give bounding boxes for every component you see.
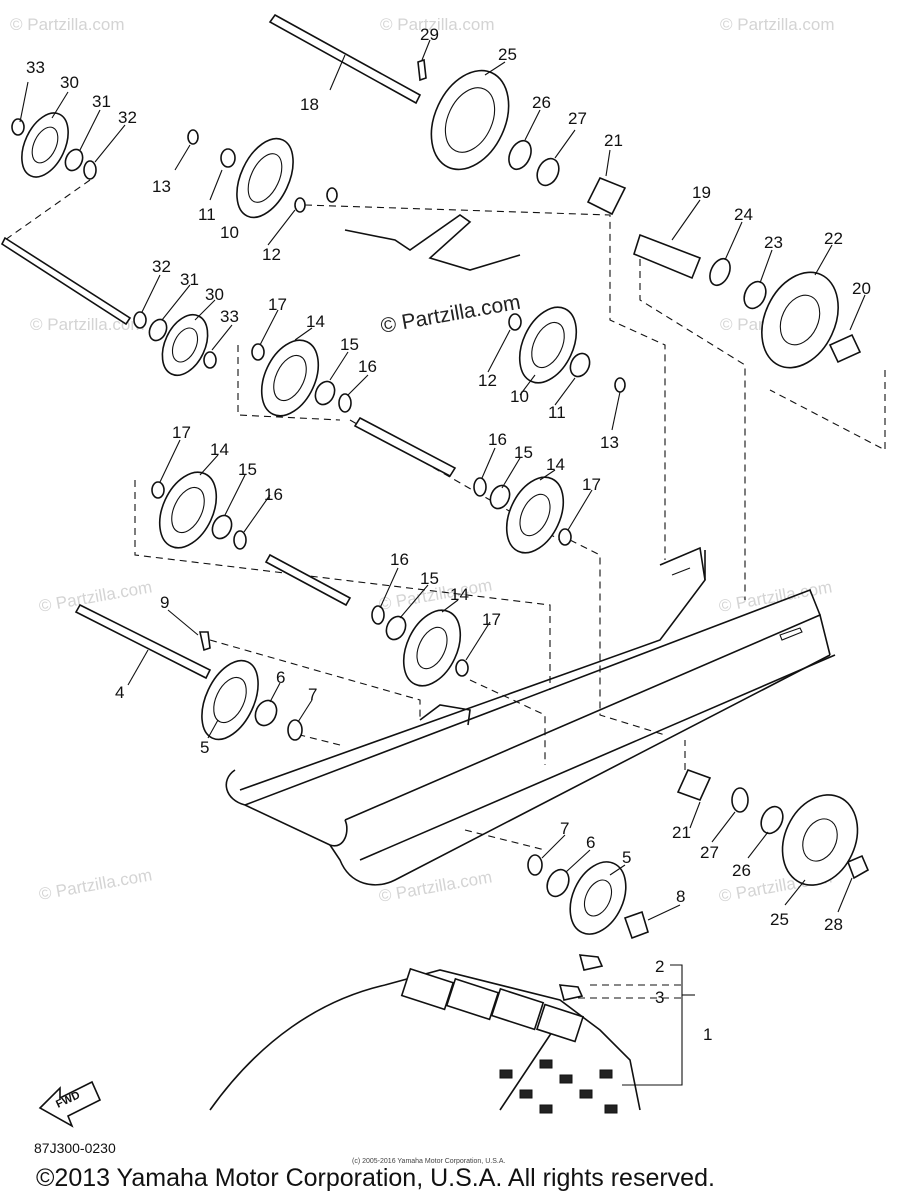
callout-11: 11 — [548, 403, 566, 422]
callout-3: 3 — [655, 988, 664, 1007]
callout-28: 28 — [824, 915, 843, 934]
callout-7: 7 — [308, 685, 317, 704]
wheels — [21, 69, 859, 935]
callout-15: 15 — [514, 443, 533, 462]
callout-23: 23 — [764, 233, 783, 252]
watermark: © Partzilla.com — [37, 577, 153, 616]
callout-16: 16 — [488, 430, 507, 449]
callout-1: 1 — [703, 1025, 712, 1044]
callout-14: 14 — [450, 585, 469, 604]
slide-rail-frame — [225, 546, 836, 886]
callout-30: 30 — [205, 285, 224, 304]
callout-15: 15 — [420, 569, 439, 588]
watermark: © Partzilla.com — [377, 867, 493, 906]
callout-31: 31 — [92, 92, 111, 111]
callout-32: 32 — [152, 257, 171, 276]
callout-12: 12 — [478, 371, 497, 390]
small-parts — [11, 58, 870, 940]
callout-13: 13 — [152, 177, 171, 196]
copyright-footer: ©2013 Yamaha Motor Corporation, U.S.A. A… — [36, 1164, 715, 1192]
callout-29: 29 — [420, 25, 439, 44]
callout-25: 25 — [770, 910, 789, 929]
callout-26: 26 — [732, 861, 751, 880]
callout-33: 33 — [26, 58, 45, 77]
callout-20: 20 — [852, 279, 871, 298]
track-assembly — [209, 954, 641, 1114]
callout-27: 27 — [700, 843, 719, 862]
watermark: © Partzilla.com — [30, 315, 145, 334]
callout-16: 16 — [358, 357, 377, 376]
callout-30: 30 — [60, 73, 79, 92]
watermark: © Partzilla.com — [37, 865, 153, 904]
callout-26: 26 — [532, 93, 551, 112]
shafts — [0, 13, 712, 802]
callout-17: 17 — [172, 423, 191, 442]
callout-24: 24 — [734, 205, 753, 224]
callout-19: 19 — [692, 183, 711, 202]
callout-25: 25 — [498, 45, 517, 64]
callout-21: 21 — [604, 131, 623, 150]
callout-16: 16 — [390, 550, 409, 569]
callout-11: 11 — [198, 205, 216, 224]
watermark: © Partzilla.com — [10, 15, 125, 34]
callout-leaders — [19, 39, 866, 1086]
callout-4: 4 — [115, 683, 124, 702]
callout-7: 7 — [560, 819, 569, 838]
callout-18: 18 — [300, 95, 319, 114]
callout-8: 8 — [676, 887, 685, 906]
fwd-arrow-icon: FWD — [38, 1080, 102, 1128]
callout-21: 21 — [672, 823, 691, 842]
callout-14: 14 — [210, 440, 229, 459]
callout-27: 27 — [568, 109, 587, 128]
callout-16: 16 — [264, 485, 283, 504]
center-watermark: © Partzilla.com — [379, 291, 522, 338]
callout-15: 15 — [238, 460, 257, 479]
callout-17: 17 — [268, 295, 287, 314]
callout-14: 14 — [546, 455, 565, 474]
callout-10: 10 — [510, 387, 529, 406]
callout-33: 33 — [220, 307, 239, 326]
diagram-code: 87J300-0230 — [34, 1140, 116, 1156]
callout-31: 31 — [180, 270, 199, 289]
callout-2: 2 — [655, 957, 664, 976]
callout-14: 14 — [306, 312, 325, 331]
callout-17: 17 — [482, 610, 501, 629]
callout-17: 17 — [582, 475, 601, 494]
callout-5: 5 — [200, 738, 209, 757]
watermark: © Partzilla.com — [720, 15, 835, 34]
callout-6: 6 — [276, 668, 285, 687]
callout-10: 10 — [220, 223, 239, 242]
callout-15: 15 — [340, 335, 359, 354]
small-copyright-notice: (c) 2005-2016 Yamaha Motor Corporation, … — [352, 1158, 506, 1165]
callout-13: 13 — [600, 433, 619, 452]
watermark: © Partzilla.com — [717, 577, 833, 616]
watermark: © Partzilla.com — [380, 15, 495, 34]
callout-22: 22 — [824, 229, 843, 248]
callout-9: 9 — [160, 593, 169, 612]
callout-5: 5 — [622, 848, 631, 867]
callout-12: 12 — [262, 245, 281, 264]
callout-32: 32 — [118, 108, 137, 127]
callout-6: 6 — [586, 833, 595, 852]
callout-labels: 33 30 31 32 29 25 18 26 27 21 13 11 10 1… — [26, 25, 871, 1044]
